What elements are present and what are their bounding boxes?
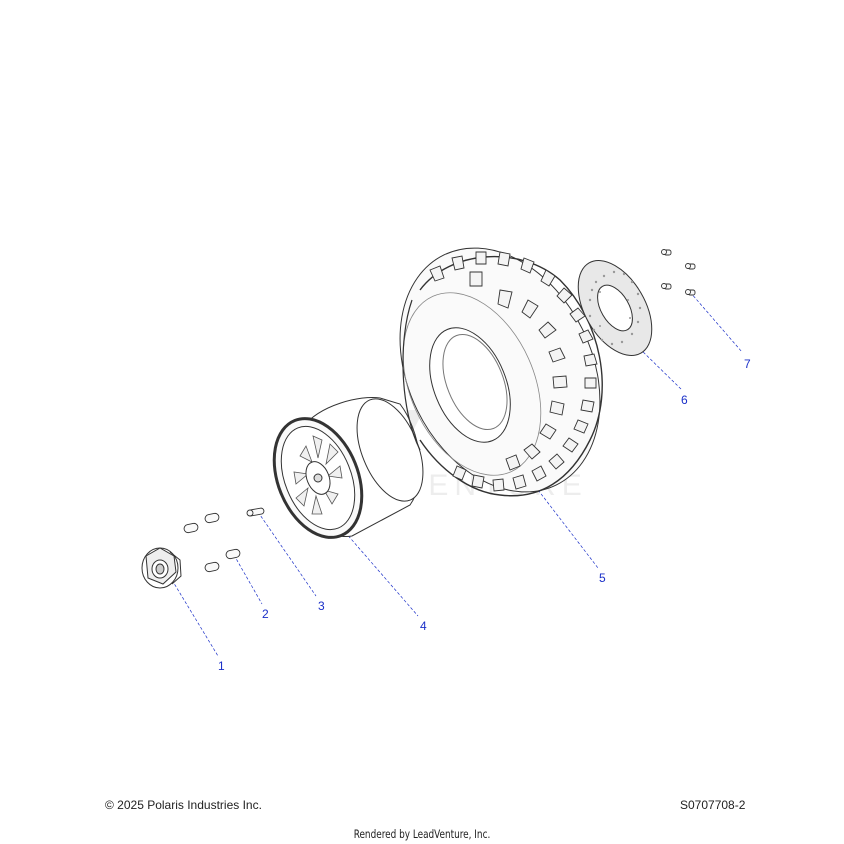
wheel-rim-drawing[interactable] (258, 389, 437, 550)
rendered-by-text: Rendered by LeadVenture, Inc. (353, 827, 491, 841)
valve-stem-drawing[interactable] (246, 507, 265, 517)
valve-caps-drawing[interactable] (183, 512, 241, 573)
copyright-text: © 2025 Polaris Industries Inc. (105, 798, 262, 812)
callout-5[interactable]: 5 (599, 571, 606, 585)
lug-nut-drawing[interactable] (141, 547, 182, 589)
callout-6[interactable]: 6 (681, 393, 688, 407)
callout-4[interactable]: 4 (420, 619, 427, 633)
tire-drawing[interactable] (361, 215, 639, 526)
diagram-number: S0707708-2 (680, 798, 746, 812)
callout-7[interactable]: 7 (744, 357, 751, 371)
leader-lines (171, 291, 743, 657)
brake-disc-drawing[interactable] (563, 248, 667, 368)
callout-3[interactable]: 3 (318, 599, 325, 613)
disc-screws-drawing[interactable] (661, 249, 696, 296)
callout-1[interactable]: 1 (218, 659, 225, 673)
callout-2[interactable]: 2 (262, 607, 269, 621)
